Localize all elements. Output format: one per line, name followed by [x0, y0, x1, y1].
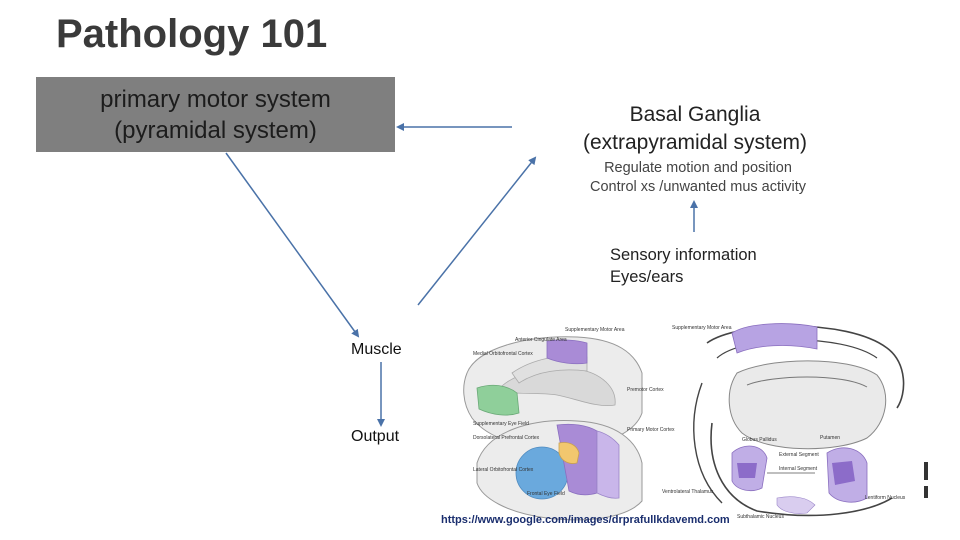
source-url: https://www.google.com/images/drprafullk…: [441, 514, 730, 526]
motor-box-line2: (pyramidal system): [114, 117, 317, 144]
fig-label-premotor: Premotor Cortex: [627, 387, 664, 393]
regulate-text: Regulate motion and position Control xs …: [545, 159, 851, 197]
fig-label-supp-motor-area-2: Supplementary Motor Area: [672, 325, 732, 331]
primary-motor-system-box: primary motor system (pyramidal system): [36, 77, 395, 152]
brain-motor-circuit-figure: Supplementary Motor Area Anterior Cingul…: [463, 323, 906, 521]
edge-bar-marks: [924, 462, 928, 504]
fig-label-internal-segment: Internal Segment: [779, 466, 818, 472]
sensory-line2: Eyes/ears: [610, 268, 684, 286]
motor-box-line1: primary motor system: [100, 86, 331, 113]
fig-label-globus-pallidus: Globus Pallidus: [742, 437, 777, 443]
fig-label-supp-eye-field: Supplementary Eye Field: [473, 421, 529, 427]
arrow-motor-to-muscle: [225, 152, 360, 338]
fig-label-lateral-orbitofrontal: Lateral Orbitofrontal Cortex: [473, 467, 534, 473]
basal-ganglia-line2: (extrapyramidal system): [582, 131, 808, 154]
output-label: Output: [351, 428, 400, 445]
muscle-label: Muscle: [351, 341, 402, 358]
sensory-information-text: Sensory information Eyes/ears: [610, 244, 757, 288]
fig-label-supp-motor-area-1: Supplementary Motor Area: [565, 327, 625, 333]
fig-label-anterior-cingulate: Anterior Cingulate Area: [515, 337, 567, 343]
fig-label-ventrolateral-thalamus: Ventrolateral Thalamus: [662, 489, 714, 495]
fig-label-subthalamic-nucleus: Subthalamic Nucleus: [737, 514, 784, 520]
fig-label-lentiform-nucleus: Lentiform Nucleus: [865, 495, 906, 501]
fig-label-putamen: Putamen: [820, 435, 840, 441]
arrow-feedback-to-bg: [417, 156, 537, 306]
sensory-line1: Sensory information: [610, 246, 757, 264]
regulate-line1: Regulate motion and position: [604, 160, 792, 176]
fig-label-dorsolateral-prefrontal: Dorsolateral Prefrontal Cortex: [473, 435, 540, 441]
basal-ganglia-line1: Basal Ganglia: [629, 103, 761, 126]
fig-label-medial-orbitofrontal: Medial Orbitofrontal Cortex: [473, 351, 533, 357]
regulate-line2: Control xs /unwanted mus activity: [590, 179, 806, 195]
slide-title: Pathology 101: [56, 12, 328, 56]
fig-label-primary-motor: Primary Motor Cortex: [627, 427, 675, 433]
fig-label-frontal-eye-field: Frontal Eye Field: [527, 491, 565, 497]
fig-label-external-segment: External Segment: [779, 452, 819, 458]
basal-ganglia-label: Basal Ganglia (extrapyramidal system): [545, 101, 845, 157]
